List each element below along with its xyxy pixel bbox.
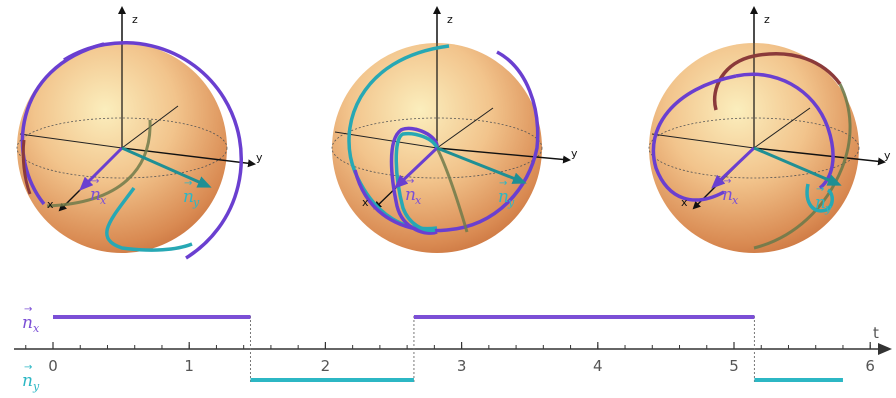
axis-back bbox=[19, 133, 123, 149]
trajectory-maroon bbox=[21, 139, 32, 195]
nx-vector bbox=[711, 146, 756, 189]
ny-vector bbox=[753, 146, 842, 186]
trajectory-maroon bbox=[713, 51, 842, 111]
equator bbox=[331, 117, 543, 179]
tick-label: 1 bbox=[184, 357, 194, 375]
nx-vector bbox=[79, 146, 124, 191]
svg-text:x: x bbox=[100, 194, 107, 207]
ny-vector bbox=[121, 146, 212, 188]
trajectory-olive bbox=[753, 83, 852, 250]
trajectory-teal-inner-loop bbox=[394, 131, 439, 233]
nx-row-label: → n x bbox=[22, 304, 40, 335]
z-axis-label: z bbox=[764, 13, 770, 26]
ny-label: → n y bbox=[183, 178, 200, 209]
y-axis bbox=[753, 147, 886, 166]
bloch-sphere-2: z y x → n x → n y bbox=[331, 6, 578, 253]
time-axis-label: t bbox=[873, 324, 879, 342]
svg-text:n: n bbox=[498, 187, 509, 207]
svg-text:y: y bbox=[32, 380, 40, 393]
svg-text:y: y bbox=[507, 196, 515, 209]
tick-label: 5 bbox=[729, 357, 739, 375]
svg-text:→: → bbox=[184, 178, 192, 189]
nx-label: → n x bbox=[90, 176, 107, 207]
time-axis-arrowhead bbox=[878, 343, 892, 355]
svg-text:n: n bbox=[90, 185, 101, 205]
bloch-sphere-1: z y x → n x → n y bbox=[16, 6, 263, 260]
equator bbox=[648, 117, 860, 179]
tick-label: 0 bbox=[48, 357, 58, 375]
trajectory-purple-great-circle bbox=[353, 50, 540, 233]
axis-up-right bbox=[436, 107, 494, 149]
x-axis-label: x bbox=[681, 196, 688, 209]
trajectory-purple-great-circle bbox=[63, 40, 244, 260]
svg-text:n: n bbox=[722, 185, 733, 205]
trajectory-purple-inner-loop bbox=[389, 126, 439, 235]
svg-text:n: n bbox=[22, 313, 33, 333]
svg-text:n: n bbox=[815, 193, 826, 213]
y-axis-label: y bbox=[256, 151, 263, 164]
trajectory-olive bbox=[435, 147, 469, 233]
svg-text:→: → bbox=[24, 362, 32, 373]
svg-text:y: y bbox=[192, 196, 200, 209]
trajectory-teal bbox=[105, 186, 193, 252]
svg-text:→: → bbox=[91, 176, 99, 187]
ny-label: → n y bbox=[498, 178, 515, 209]
trajectory-purple-arc bbox=[735, 72, 835, 190]
nx-vector bbox=[394, 146, 439, 189]
axis-up-right bbox=[753, 107, 811, 149]
svg-text:n: n bbox=[183, 187, 194, 207]
switch-lines bbox=[249, 316, 755, 382]
y-axis bbox=[436, 147, 571, 164]
y-axis bbox=[121, 147, 256, 168]
axis-back bbox=[651, 133, 755, 149]
z-axis-label: z bbox=[447, 13, 453, 26]
svg-text:n: n bbox=[405, 185, 416, 205]
ny-vector bbox=[436, 146, 527, 184]
svg-text:→: → bbox=[723, 176, 731, 187]
trajectory-olive bbox=[46, 119, 152, 208]
x-axis-label: x bbox=[47, 198, 54, 211]
nx-label: → n x bbox=[405, 176, 422, 207]
svg-text:x: x bbox=[732, 194, 739, 207]
z-axis-label: z bbox=[132, 13, 138, 26]
x-axis-label: x bbox=[362, 196, 369, 209]
y-axis-label: y bbox=[571, 147, 578, 160]
svg-text:→: → bbox=[406, 176, 414, 187]
equator bbox=[16, 117, 228, 179]
svg-text:n: n bbox=[22, 371, 33, 391]
tick-label: 3 bbox=[457, 357, 467, 375]
tick-label: 4 bbox=[593, 357, 603, 375]
axis-back bbox=[334, 131, 438, 149]
svg-text:x: x bbox=[33, 322, 40, 335]
tick-label: 2 bbox=[321, 357, 331, 375]
bloch-sphere-3: z y x → n x → n y bbox=[648, 6, 891, 253]
svg-text:→: → bbox=[499, 178, 507, 189]
tick-label: 6 bbox=[865, 357, 875, 375]
ny-label: → n y bbox=[815, 184, 832, 215]
svg-text:→: → bbox=[816, 184, 824, 195]
y-axis-label: y bbox=[884, 149, 891, 162]
ny-row-label: → n y bbox=[22, 362, 40, 393]
control-timeline: → n x → n y t 0 1 2 3 4 5 6 bbox=[14, 304, 892, 393]
trajectory-purple-great-circle bbox=[651, 74, 737, 202]
trajectory-teal-small-loop bbox=[805, 183, 834, 213]
svg-text:→: → bbox=[24, 304, 32, 315]
major-ticks: 0 1 2 3 4 5 6 bbox=[48, 342, 875, 375]
nx-label: → n x bbox=[722, 176, 739, 207]
svg-text:y: y bbox=[824, 202, 832, 215]
svg-text:x: x bbox=[415, 194, 422, 207]
trajectory-purple-meridian bbox=[20, 42, 105, 206]
